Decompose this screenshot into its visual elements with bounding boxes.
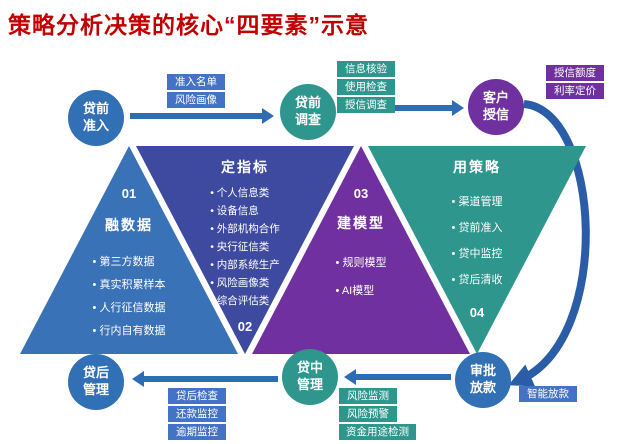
- step-item-list: 渠道管理 贷前准入 贷中监控 贷后清收: [452, 189, 502, 293]
- tag-label: 风险预警: [339, 406, 397, 422]
- node-pre-loan-access: 贷前 准入: [68, 90, 124, 146]
- step-label: 融数据: [105, 217, 153, 233]
- pyramid-step-4-strategy: 用策略 渠道管理 贷前准入 贷中监控 贷后清收 04: [368, 146, 586, 354]
- tags-approval: 智能放款: [519, 386, 577, 402]
- tag-label: 授信调查: [337, 97, 395, 113]
- step-label: 用策略: [453, 159, 501, 175]
- node-post-loan-management: 贷后 管理: [68, 354, 124, 410]
- arrow-shaft: [340, 105, 453, 111]
- step-item-list: 个人信息类 设备信息 外部机构合作 央行征信类 内部系统生产 风险画像类 综合评…: [210, 184, 280, 310]
- step-item: 风险画像类: [210, 274, 280, 292]
- step-item: 外部机构合作: [210, 220, 280, 238]
- tags-customer-credit: 授信额度 利率定价: [546, 65, 604, 99]
- tag-label: 使用检查: [337, 79, 395, 95]
- tag-label: 利率定价: [546, 83, 604, 99]
- step-number: 03: [353, 186, 369, 201]
- step-label: 建模型: [337, 215, 385, 231]
- step-item: 第三方数据: [93, 251, 166, 274]
- step-item: 真实积累样本: [93, 274, 165, 297]
- step-item: 个人信息类: [210, 184, 280, 202]
- arrow-head-icon: [132, 371, 144, 387]
- step-label: 定指标: [221, 159, 269, 175]
- step-item: 综合评估类: [210, 292, 280, 310]
- step-item: AI模型: [336, 277, 387, 305]
- tags-pre-access: 准入名单 风险画像: [167, 74, 225, 108]
- step-item-list: 规则模型 AI模型: [336, 249, 387, 305]
- step-item: 贷后清收: [452, 267, 502, 293]
- arrow-shaft: [355, 374, 451, 380]
- arrow-investigation-to-credit: [340, 100, 464, 116]
- node-approval-lending: 审批 放款: [455, 352, 511, 408]
- step-item: 人行征信数据: [93, 297, 165, 320]
- page-title: 策略分析决策的核心“四要素”示意: [8, 12, 369, 38]
- tag-label: 资金用途检测: [339, 424, 416, 440]
- step-item: 规则模型: [336, 249, 386, 277]
- tag-label: 授信额度: [546, 65, 604, 81]
- step-item: 渠道管理: [452, 189, 502, 215]
- tag-label: 智能放款: [519, 386, 577, 402]
- node-customer-credit: 客户 授信: [468, 79, 524, 135]
- step-item: 内部系统生产: [210, 256, 280, 274]
- step-number: 04: [469, 305, 485, 320]
- node-in-loan-management: 贷中 管理: [282, 349, 338, 405]
- arrow-head-icon: [452, 100, 464, 116]
- tag-label: 信息核验: [337, 61, 395, 77]
- step-number: 01: [121, 186, 137, 201]
- arrow-shaft: [143, 376, 278, 382]
- curve-arrow-credit-to-approval: [508, 100, 590, 387]
- tags-in-loan: 风险监测 风险预警 资金用途检测: [339, 388, 416, 440]
- tag-label: 贷后检查: [168, 388, 226, 404]
- arrow-head-icon: [344, 369, 356, 385]
- step-item: 设备信息: [210, 202, 280, 220]
- arrow-shaft: [130, 113, 263, 119]
- step-item-list: 第三方数据 真实积累样本 人行征信数据 行内自有数据: [93, 251, 166, 343]
- tag-label: 准入名单: [167, 74, 225, 90]
- tag-label: 风险画像: [167, 92, 225, 108]
- tag-label: 还款监控: [168, 406, 226, 422]
- step-item: 贷前准入: [452, 215, 502, 241]
- tag-label: 风险监测: [339, 388, 397, 404]
- node-pre-loan-investigation: 贷前 调查: [280, 84, 336, 140]
- tags-post-loan: 贷后检查 还款监控 逾期监控: [168, 388, 226, 440]
- tags-pre-investigation: 信息核验 使用检查 授信调查: [337, 61, 395, 113]
- step-item: 行内自有数据: [93, 320, 165, 343]
- arrow-inloan-to-postloan: [132, 371, 278, 387]
- step-item: 贷中监控: [452, 241, 502, 267]
- arrow-access-to-investigation: [130, 108, 274, 124]
- tag-label: 逾期监控: [168, 424, 226, 440]
- step-number: 02: [237, 319, 253, 334]
- step-item: 央行征信类: [210, 238, 280, 256]
- arrow-approval-to-inloan: [344, 369, 451, 385]
- arrow-head-icon: [262, 108, 274, 124]
